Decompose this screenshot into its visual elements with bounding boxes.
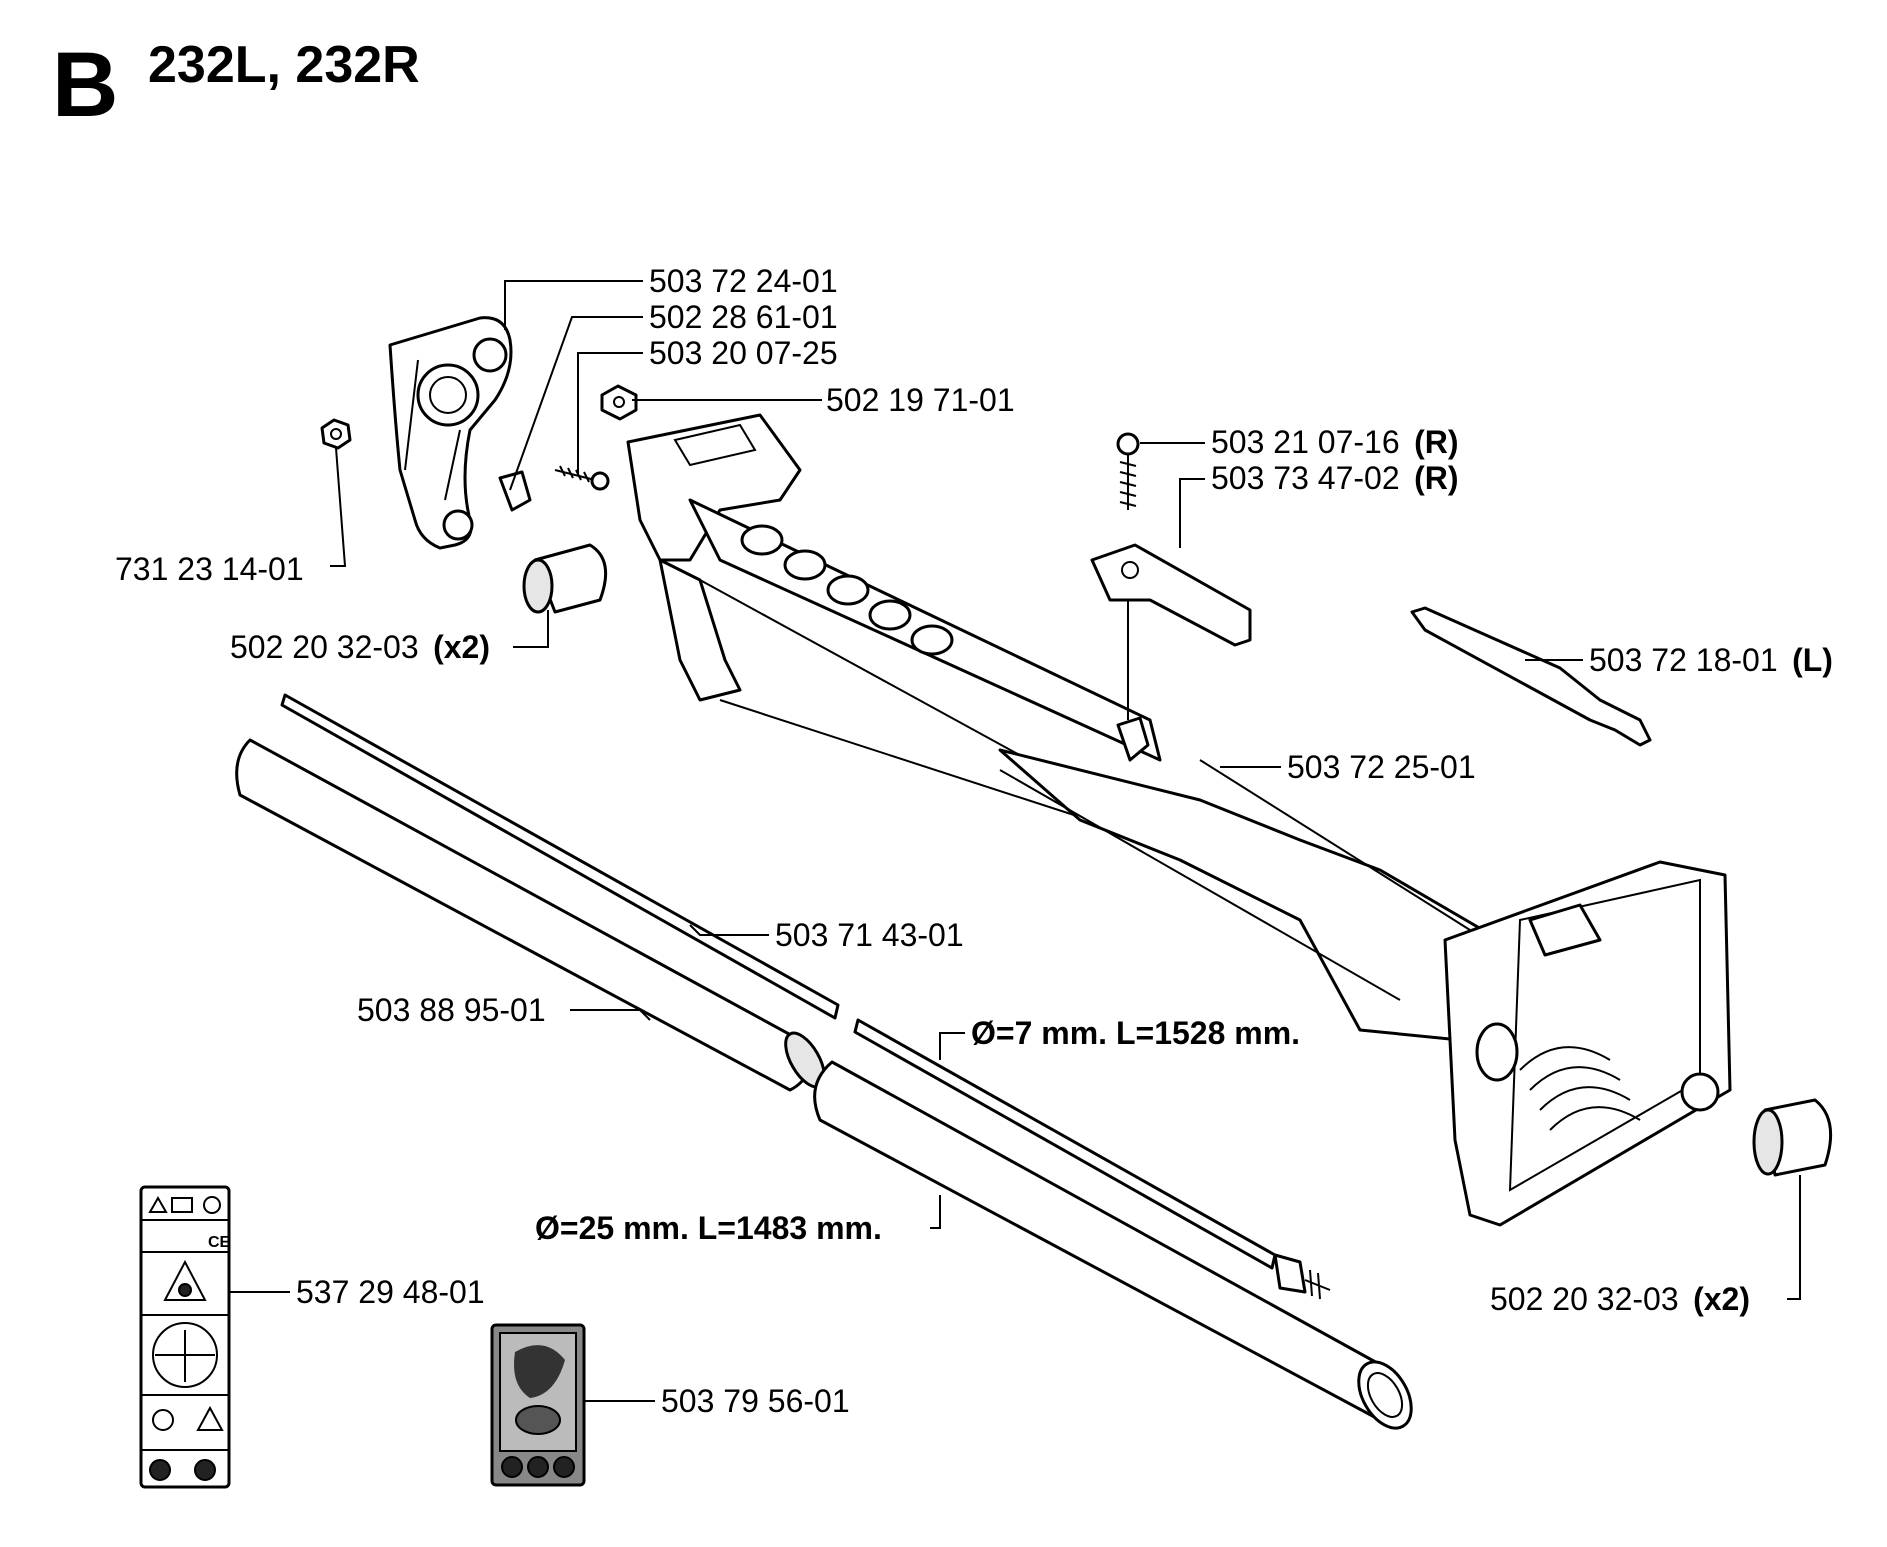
part-label-503-73-47-02: 503 73 47-02 (R) — [1211, 460, 1458, 496]
outer-tube-housing-drawing — [998, 748, 1502, 1042]
trigger-screw-drawing — [1116, 432, 1140, 510]
part-label-502-28-61-01: 502 28 61-01 — [649, 299, 838, 335]
throttle-cable-drawing — [1410, 606, 1652, 747]
screw-drawing — [554, 465, 610, 491]
part-label-502-20-32-03-left: 502 20 32-03 (x2) — [230, 629, 490, 665]
drive-shaft-drawing — [280, 693, 1331, 1300]
drive-shaft-dimension: Ø=7 mm. L=1528 mm. — [971, 1015, 1300, 1051]
leader-lines — [229, 280, 1801, 1402]
product-decal-drawing — [490, 1323, 586, 1487]
part-label-502-20-32-03-right: 502 20 32-03 (x2) — [1490, 1281, 1750, 1317]
trigger-lever-drawing — [1090, 543, 1252, 647]
nut-drawing — [320, 418, 352, 450]
part-label-503-71-43-01: 503 71 43-01 — [775, 917, 964, 953]
section-letter: B — [52, 34, 118, 136]
model-title: 232L, 232R — [148, 36, 420, 94]
tube-dimension: Ø=25 mm. L=1483 mm. — [535, 1210, 882, 1246]
trigger-pin-drawing — [1116, 716, 1150, 762]
handle-bracket-drawing — [388, 316, 513, 550]
safety-decal-drawing: CE — [139, 1185, 231, 1489]
handle-housing-drawing — [626, 413, 1162, 831]
part-label-503-88-95-01: 503 88 95-01 — [357, 992, 546, 1028]
part-label-503-21-07-16: 503 21 07-16 (R) — [1211, 424, 1458, 460]
tube-upper-drawing — [235, 738, 826, 1092]
tube-lower-drawing — [813, 1060, 1413, 1430]
part-label-503-20-07-25: 503 20 07-25 — [649, 335, 838, 371]
square-nut-drawing — [600, 384, 638, 421]
part-label-502-19-71-01: 502 19 71-01 — [826, 382, 1015, 418]
ce-mark: CE — [208, 1234, 231, 1251]
part-label-503-72-24-01: 503 72 24-01 — [649, 263, 838, 299]
end-cap-right-drawing — [1752, 1098, 1833, 1177]
part-label-731-23-14-01: 731 23 14-01 — [115, 551, 304, 587]
end-cap-left-drawing — [522, 543, 608, 614]
part-label-503-79-56-01: 503 79 56-01 — [661, 1383, 850, 1419]
part-label-503-72-18-01: 503 72 18-01 (L) — [1589, 642, 1833, 678]
part-label-537-29-48-01: 537 29 48-01 — [296, 1274, 485, 1310]
clip-drawing — [498, 470, 532, 512]
engine-mount-drawing — [1443, 860, 1732, 1227]
part-label-503-72-25-01: 503 72 25-01 — [1287, 749, 1476, 785]
